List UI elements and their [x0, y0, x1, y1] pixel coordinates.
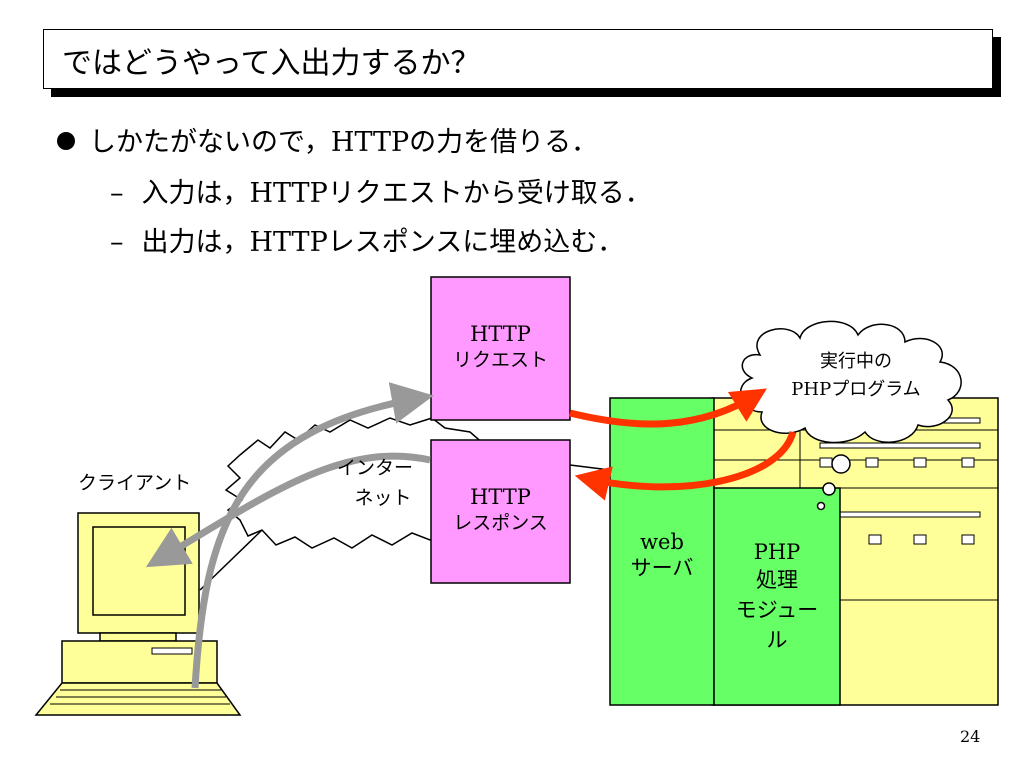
bullet-main: しかたがないので，HTTPの力を借りる． — [57, 120, 598, 159]
internet-label-2: ネット — [354, 487, 412, 509]
php-module-label-2: 処理 — [756, 568, 798, 592]
request-label-2: リクエスト — [452, 349, 548, 371]
server-link-line — [569, 464, 611, 471]
request-arrow — [191, 382, 434, 689]
request-label-1: HTTP — [470, 322, 531, 346]
page-title: ではどうやって入出力するか？ — [62, 46, 481, 81]
bullet-sub-1: –入力は，HTTPリクエストから受け取る． — [110, 171, 652, 210]
php-module-label-4: ル — [766, 628, 788, 652]
cloud-label-1: 実行中の — [820, 351, 892, 372]
response-label-2: レスポンス — [453, 512, 548, 534]
client-label: クライアント — [78, 472, 192, 494]
cloud-label-2: PHPプログラム — [791, 379, 921, 400]
web-server-label-1: web — [640, 530, 684, 554]
output-arrow — [574, 430, 797, 501]
php-module-box — [713, 487, 841, 706]
bullet-dot-icon — [57, 132, 75, 150]
bullet-sub-1-text: 入力は，HTTPリクエストから受け取る． — [141, 178, 652, 209]
bullet-sub-2-text: 出力は，HTTPレスポンスに埋め込む． — [141, 227, 625, 258]
bullet-dash-icon: – — [110, 227, 124, 258]
input-arrow — [569, 388, 767, 428]
php-module-label-3: モジュー — [735, 598, 819, 622]
web-server-label-2: サーバ — [630, 556, 694, 580]
http-response-box — [430, 439, 571, 584]
response-label-1: HTTP — [470, 485, 531, 509]
web-server-box — [609, 397, 715, 706]
bullet-main-text: しかたがないので，HTTPの力を借りる． — [89, 127, 599, 158]
bullet-sub-2: –出力は，HTTPレスポンスに埋め込む． — [110, 220, 624, 259]
php-module-label-1: PHP — [753, 540, 801, 564]
internet-label-1: インター — [336, 457, 413, 479]
title-box: ではどうやって入出力するか？ — [43, 29, 993, 89]
client-computer-icon — [34, 512, 242, 716]
page-number: 24 — [960, 727, 981, 746]
response-arrow — [145, 452, 431, 568]
bullet-dash-icon: – — [110, 178, 124, 209]
http-request-box — [430, 276, 571, 421]
